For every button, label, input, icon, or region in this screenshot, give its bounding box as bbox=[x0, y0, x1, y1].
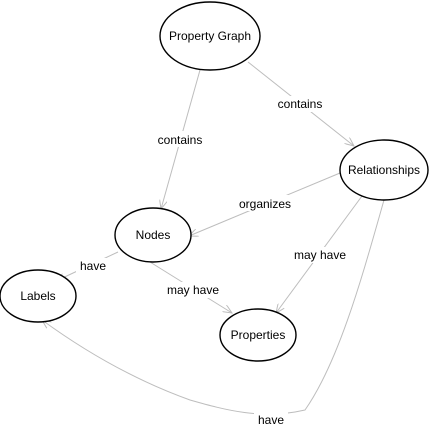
node-label-relationships: Relationships bbox=[348, 163, 420, 177]
node-properties[interactable]: Properties bbox=[219, 308, 297, 362]
edge-label-nodes-may-have-properties: may have bbox=[167, 283, 219, 297]
node-ellipse bbox=[159, 1, 261, 71]
node-ellipse bbox=[219, 308, 297, 362]
node-ellipse bbox=[0, 269, 77, 323]
node-labels[interactable]: Labels bbox=[0, 269, 77, 323]
node-property-graph[interactable]: Property Graph bbox=[159, 1, 261, 71]
edge-label-relationships-organizes-nodes: organizes bbox=[239, 197, 291, 211]
edge-relationships-have-labels bbox=[42, 199, 385, 415]
node-label-nodes: Nodes bbox=[136, 228, 171, 242]
edge-label-relationships-have-labels: have bbox=[258, 413, 284, 427]
nodes: Property Graph Relationships Nodes Label… bbox=[0, 1, 429, 362]
node-label-properties: Properties bbox=[231, 328, 286, 342]
edge-label-graph-contains-nodes: contains bbox=[158, 133, 203, 147]
edge-label-graph-contains-relationships: contains bbox=[278, 97, 323, 111]
edges bbox=[42, 61, 385, 415]
edge-label-relationships-may-have-properties: may have bbox=[294, 248, 346, 262]
edge-labels: contains contains organizes have may hav… bbox=[76, 96, 353, 428]
node-label-labels: Labels bbox=[20, 289, 55, 303]
edge-label-nodes-have-labels: have bbox=[80, 259, 106, 273]
edge-line bbox=[42, 199, 385, 415]
node-label-property-graph: Property Graph bbox=[169, 29, 251, 43]
node-ellipse bbox=[114, 207, 192, 263]
node-ellipse bbox=[339, 139, 429, 201]
node-nodes[interactable]: Nodes bbox=[114, 207, 192, 263]
node-relationships[interactable]: Relationships bbox=[339, 139, 429, 201]
